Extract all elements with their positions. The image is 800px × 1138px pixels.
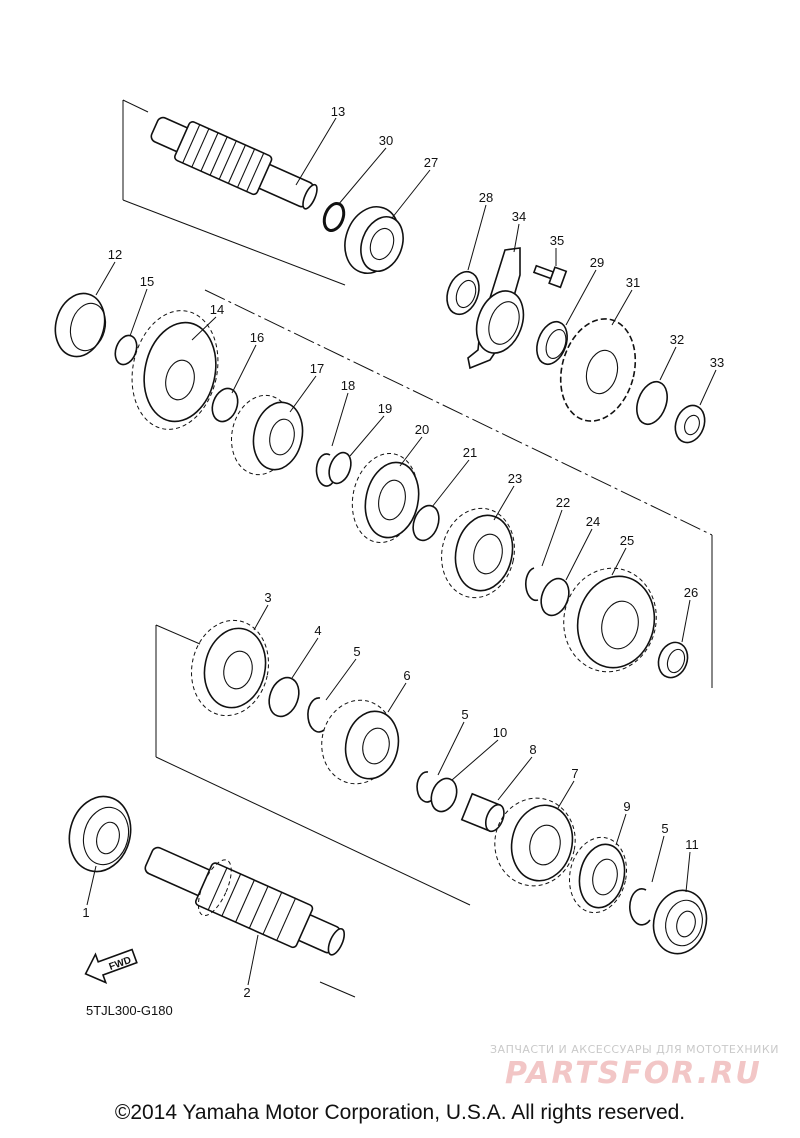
bush-26 [657,641,689,679]
label-31: 31 [626,275,640,290]
gear-25 [563,567,657,673]
circlip-22 [525,567,539,602]
leader-lines [86,117,717,986]
bush-15 [114,334,138,366]
bearing-11 [652,889,708,955]
washer-24 [540,577,570,617]
gear-17 [230,394,304,476]
circlip-5-a [307,697,325,733]
gear-14 [131,310,219,430]
label-29: 29 [590,255,604,270]
label-7: 7 [571,766,578,781]
nut-33 [674,404,706,444]
label-8: 8 [529,742,536,757]
o-ring-30 [322,201,346,233]
label-23: 23 [508,471,522,486]
label-9: 9 [623,799,630,814]
gear-6 [321,699,400,785]
label-15: 15 [140,274,154,289]
label-33: 33 [710,355,724,370]
label-4: 4 [314,623,321,638]
label-1: 1 [82,905,89,920]
label-2: 2 [243,985,250,1000]
label-20: 20 [415,422,429,437]
label-34: 34 [512,209,526,224]
label-30: 30 [379,133,393,148]
label-35: 35 [550,233,564,248]
label-19: 19 [378,401,392,416]
drive-sprocket-31 [559,318,637,422]
label-14: 14 [210,302,224,317]
washer-10 [430,777,458,813]
gear-9 [568,836,628,914]
bearing-12 [54,292,107,358]
watermark-logo: PARTSFOR.RU [505,1056,762,1091]
label-26: 26 [684,585,698,600]
label-3: 3 [264,590,271,605]
label-16: 16 [250,330,264,345]
label-10: 10 [493,725,507,740]
label-17: 17 [310,361,324,376]
label-28: 28 [479,190,493,205]
label-21: 21 [463,445,477,460]
bearing-1 [68,795,132,873]
label-27: 27 [424,155,438,170]
bolt-35 [532,264,568,289]
label-12: 12 [108,247,122,262]
gear-3 [191,619,269,717]
washer-16 [211,387,239,423]
label-5-a: 5 [353,644,360,659]
copyright-notice: ©2014 Yamaha Motor Corporation, U.S.A. A… [114,1101,686,1124]
bearing-27 [344,206,404,274]
fwd-arrow-icon: FWD [84,948,138,984]
collar-29 [536,320,568,366]
gear-7 [494,797,576,887]
part-labels: 13 30 27 28 34 35 29 31 32 33 12 15 14 1… [82,104,724,1000]
drive-axle-2 [144,846,346,956]
plate-34 [467,247,525,370]
label-11: 11 [685,837,699,852]
label-25: 25 [620,533,634,548]
label-22: 22 [556,495,570,510]
upper-frame [122,99,713,688]
watermark-subtitle: ЗАПЧАСТИ И АКСЕССУАРЫ ДЛЯ МОТОТЕХНИКИ [490,1043,779,1056]
washer-19 [328,451,352,485]
gear-20 [351,452,420,544]
label-24: 24 [586,514,600,529]
label-18: 18 [341,378,355,393]
lock-washer-32 [636,380,668,426]
gear-23 [441,507,515,599]
bush-8 [460,792,505,833]
washer-4 [268,676,300,718]
oil-seal-28 [446,270,480,316]
label-13: 13 [331,104,345,119]
main-axle [150,116,318,210]
label-32: 32 [670,332,684,347]
label-6: 6 [403,668,410,683]
circlip-5-b [416,771,433,803]
diagram-code: 5TJL300-G180 [86,1003,173,1018]
label-5-b: 5 [461,707,468,722]
lower-frame [155,624,471,998]
label-5-c: 5 [661,821,668,836]
circlip-5-c [628,888,651,926]
